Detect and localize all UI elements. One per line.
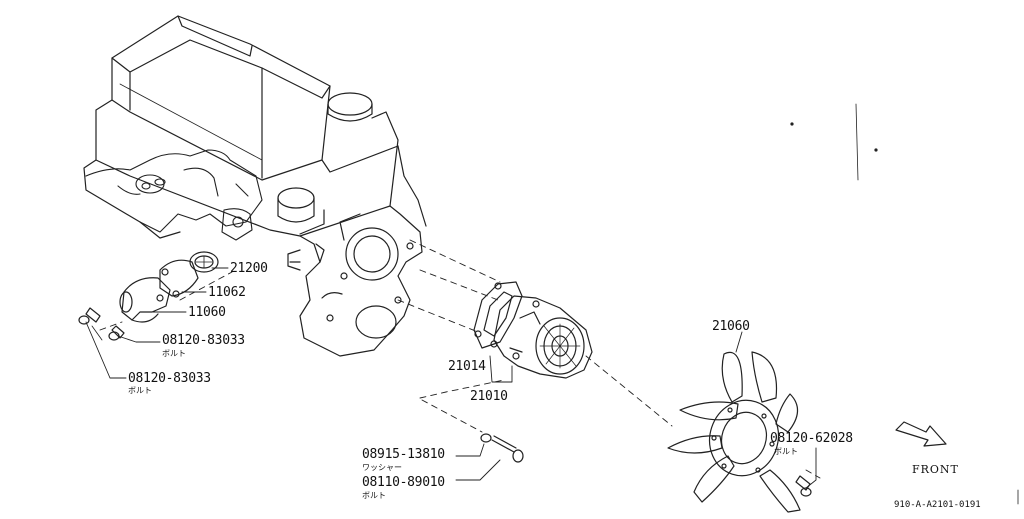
thermostat-group bbox=[78, 251, 219, 341]
timing-cover bbox=[287, 205, 423, 357]
oil-filler-cap bbox=[327, 92, 373, 116]
part-note-pump-bolt: ボルト bbox=[362, 491, 386, 500]
part-number-outlet-bolt-a: 08120-83033 bbox=[162, 333, 245, 348]
part-number-water-pump: 21010 bbox=[470, 389, 508, 404]
part-number-thermostat: 21200 bbox=[230, 261, 268, 276]
valve-cover bbox=[111, 15, 331, 99]
part-number-water-outlet: 11060 bbox=[188, 305, 226, 320]
front-direction-label: FRONT bbox=[912, 463, 959, 476]
diagram-code: 910-A-A2101-0191 bbox=[894, 500, 981, 510]
part-number-pump-bolt: 08110-89010 bbox=[362, 475, 445, 490]
part-number-pump-gasket: 21014 bbox=[448, 359, 486, 374]
part-number-outlet-bolt-b: 08120-83033 bbox=[128, 371, 211, 386]
part-number-fan-blade: 21060 bbox=[712, 319, 750, 334]
assembly-lines bbox=[99, 239, 821, 479]
pump-bolt-washer bbox=[480, 433, 524, 463]
part-number-thermostat-gasket: 11062 bbox=[208, 285, 246, 300]
part-number-fan-bolt: 08120-62028 bbox=[770, 431, 853, 446]
engine-illustration bbox=[83, 15, 859, 357]
part-note-outlet-bolt-a: ボルト bbox=[162, 349, 186, 358]
leader-lines bbox=[85, 267, 817, 489]
part-number-pump-washer: 08915-13810 bbox=[362, 447, 445, 462]
front-arrow bbox=[895, 421, 947, 447]
cylinder-head bbox=[95, 99, 399, 237]
water-pump bbox=[473, 281, 593, 379]
part-note-fan-bolt: ボルト bbox=[774, 447, 798, 456]
cooling-fan bbox=[667, 351, 812, 513]
part-note-outlet-bolt-b: ボルト bbox=[128, 386, 152, 395]
part-note-pump-washer: ワッシャー bbox=[362, 463, 402, 472]
manifold bbox=[85, 149, 263, 241]
valve-cover-side bbox=[111, 57, 331, 181]
